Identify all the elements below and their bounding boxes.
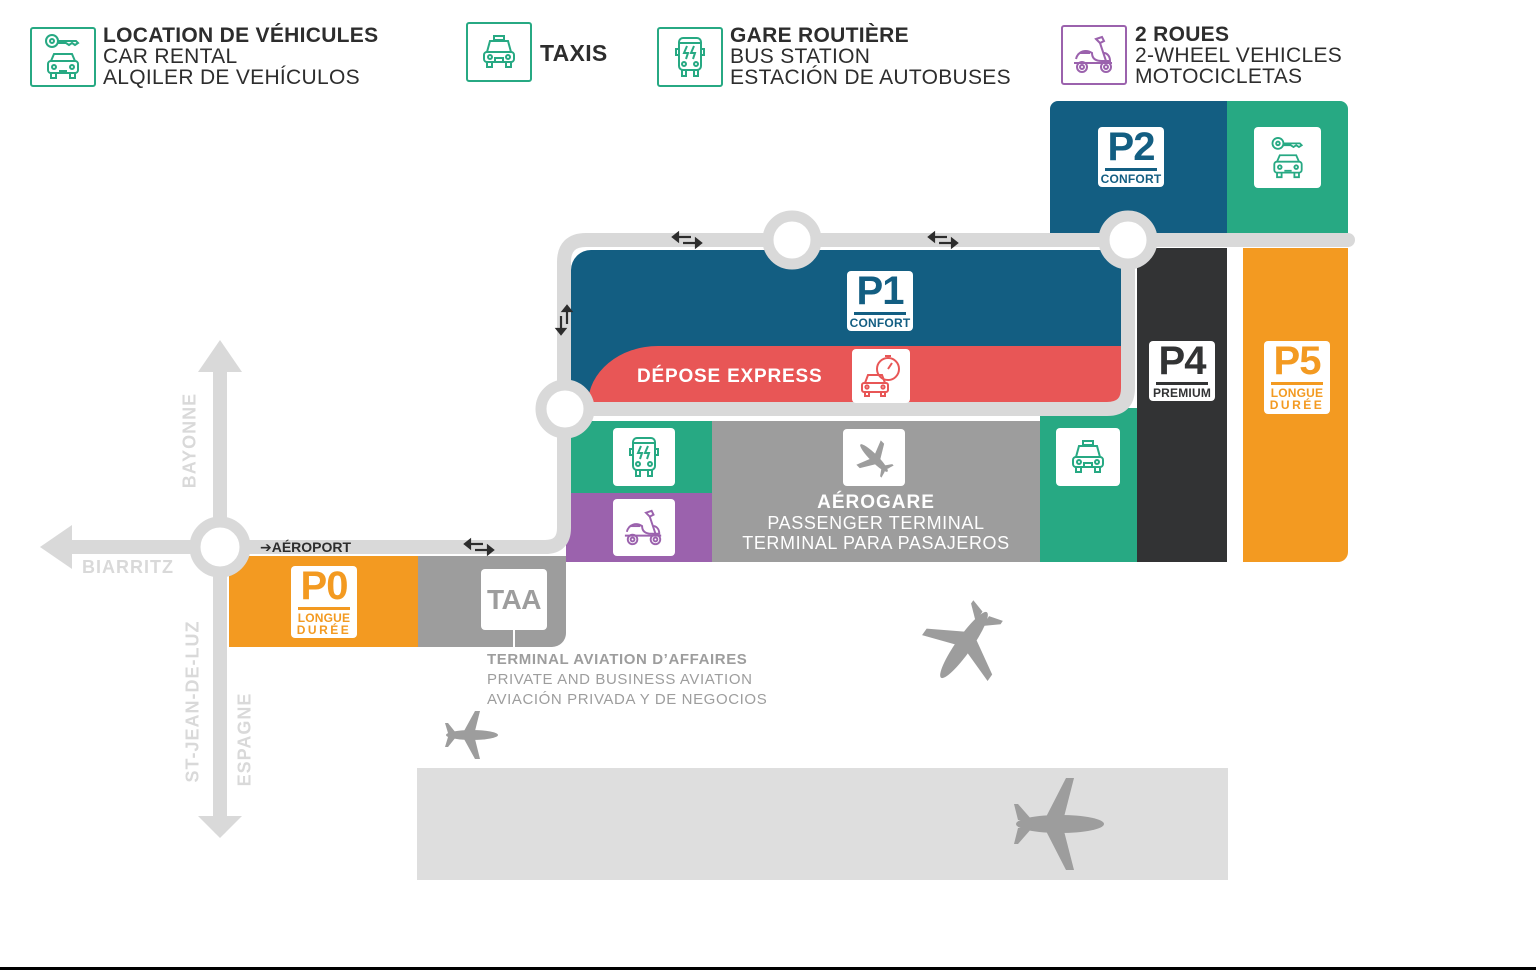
road-label-espagne: ESPAGNE <box>234 692 255 787</box>
bottom-border <box>0 967 1536 970</box>
sign-taa[interactable]: TAA <box>481 569 547 630</box>
legend-2roues-text: 2 ROUES 2-WHEEL VEHICLES MOTOCICLETAS <box>1135 24 1342 87</box>
two-way-arrow-vertical-icon <box>554 304 574 336</box>
legend-2roues-title: 2 ROUES <box>1135 23 1230 46</box>
zone-p4[interactable] <box>1137 248 1227 562</box>
sign-divider <box>1104 168 1158 171</box>
taxi-icon <box>1072 440 1104 473</box>
bus-station-sign[interactable] <box>613 428 675 486</box>
sign-p4[interactable]: P4 PREMIUM <box>1149 341 1215 401</box>
sign-divider <box>297 606 351 610</box>
arrow-south <box>198 816 242 838</box>
legend-car-rental-text: LOCATION DE VÉHICULES CAR RENTAL ALQILER… <box>103 25 378 88</box>
sign-p4-type: PREMIUM <box>1152 386 1212 400</box>
road-loop-bottom <box>557 233 1135 416</box>
roundabout-main <box>189 516 251 578</box>
sign-taa-code: TAA <box>487 583 541 615</box>
taxi-sign[interactable] <box>1056 428 1120 486</box>
sign-p5-code: P5 <box>1273 339 1322 383</box>
electric-bus-icon <box>675 37 705 77</box>
two-way-arrow-icon <box>671 230 703 250</box>
airplane-icon <box>1014 778 1104 870</box>
electric-bus-icon <box>629 437 659 477</box>
sign-p5-type: LONGUE <box>1270 386 1324 400</box>
legend-bus-en: BUS STATION <box>730 45 871 68</box>
legend-2roues-en: 2-WHEEL VEHICLES <box>1135 44 1343 67</box>
terminal-sign[interactable] <box>843 429 905 486</box>
sign-p2-type: CONFORT <box>1100 172 1162 186</box>
legend-bus-text: GARE ROUTIÈRE BUS STATION ESTACIÓN DE AU… <box>730 25 1011 88</box>
legend-taxi-icon-box <box>466 22 532 82</box>
car-rental-key-icon <box>45 34 80 79</box>
legend-car-rental-es: ALQILER DE VEHÍCULOS <box>103 66 360 89</box>
depose-express-sign[interactable] <box>852 349 910 403</box>
road-label-st-jean-de-luz: ST-JEAN-DE-LUZ <box>182 620 203 783</box>
legend-taxis-title: TAXIS <box>540 40 608 66</box>
legend-bus-es: ESTACIÓN DE AUTOBUSES <box>730 66 1011 89</box>
road-loop-top <box>557 233 1355 416</box>
taa-label: TERMINAL AVIATION D’AFFAIRES PRIVATE AND… <box>487 650 767 710</box>
sign-divider <box>1270 382 1324 385</box>
roundabout-terminal <box>535 379 595 439</box>
sign-p1-type: CONFORT <box>849 316 911 330</box>
terminal-title: AÉROGARE <box>817 492 935 513</box>
scooter-icon <box>624 509 662 545</box>
road-label-biarritz: BIARRITZ <box>82 557 174 577</box>
sign-p5[interactable]: P5 LONGUE DURÉE <box>1264 341 1330 414</box>
taxi-icon <box>483 35 515 68</box>
sign-p5-type2: DURÉE <box>1269 398 1325 412</box>
taa-title: TERMINAL AVIATION D’AFFAIRES <box>487 651 748 668</box>
car-stopwatch-icon <box>861 355 900 397</box>
taa-en: PRIVATE AND BUSINESS AVIATION <box>487 671 753 688</box>
sign-p1-code: P1 <box>856 269 905 313</box>
two-way-arrow-icon <box>463 537 495 557</box>
legend-car-rental-en: CAR RENTAL <box>103 45 238 68</box>
terminal-en: PASSENGER TERMINAL <box>767 513 985 533</box>
road-label-bayonne: BAYONNE <box>179 392 200 489</box>
sign-divider <box>853 312 907 315</box>
legend-car-rental-icon-box <box>30 27 96 87</box>
depose-express-label: DÉPOSE EXPRESS <box>637 366 823 387</box>
car-rental-key-icon <box>1271 136 1303 178</box>
road-label-aeroport: ➔AÉROPORT <box>260 539 352 555</box>
airplane-icon <box>445 711 498 759</box>
airplane-icon <box>856 439 894 478</box>
airplane-icon <box>922 600 1003 682</box>
taa-es: AVIACIÓN PRIVADA Y DE NEGOCIOS <box>487 691 768 708</box>
sign-p0[interactable]: P0 LONGUE DURÉE <box>291 566 357 638</box>
terminal-es: TERMINAL PARA PASAJEROS <box>742 533 1010 553</box>
arrow-north <box>198 340 242 372</box>
legend-bus-title: GARE ROUTIÈRE <box>730 24 909 47</box>
roundabout-p1-top <box>762 210 822 270</box>
scooter-icon <box>1074 35 1112 73</box>
sign-p0-type2: DURÉE <box>296 622 352 637</box>
legend-car-rental-title: LOCATION DE VÉHICULES <box>103 24 379 47</box>
legend-bus-icon-box <box>657 27 723 87</box>
car-rental-sign[interactable] <box>1254 127 1321 188</box>
sign-p2-code: P2 <box>1107 125 1156 169</box>
legend-scooter-icon-box <box>1061 25 1127 85</box>
sign-p1[interactable]: P1 CONFORT <box>847 271 913 331</box>
sign-divider <box>1155 382 1209 385</box>
two-wheels-sign[interactable] <box>613 499 675 556</box>
sign-p0-type: LONGUE <box>297 610 351 625</box>
arrow-west <box>40 525 72 569</box>
sign-p2[interactable]: P2 CONFORT <box>1098 127 1164 187</box>
legend-2roues-es: MOTOCICLETAS <box>1135 65 1303 88</box>
terminal-label: AÉROGARE PASSENGER TERMINAL TERMINAL PAR… <box>712 492 1040 553</box>
roundabout-p2 <box>1098 210 1158 270</box>
sign-p4-code: P4 <box>1158 339 1207 383</box>
sign-p0-code: P0 <box>300 563 349 608</box>
two-way-arrow-icon <box>927 230 959 250</box>
